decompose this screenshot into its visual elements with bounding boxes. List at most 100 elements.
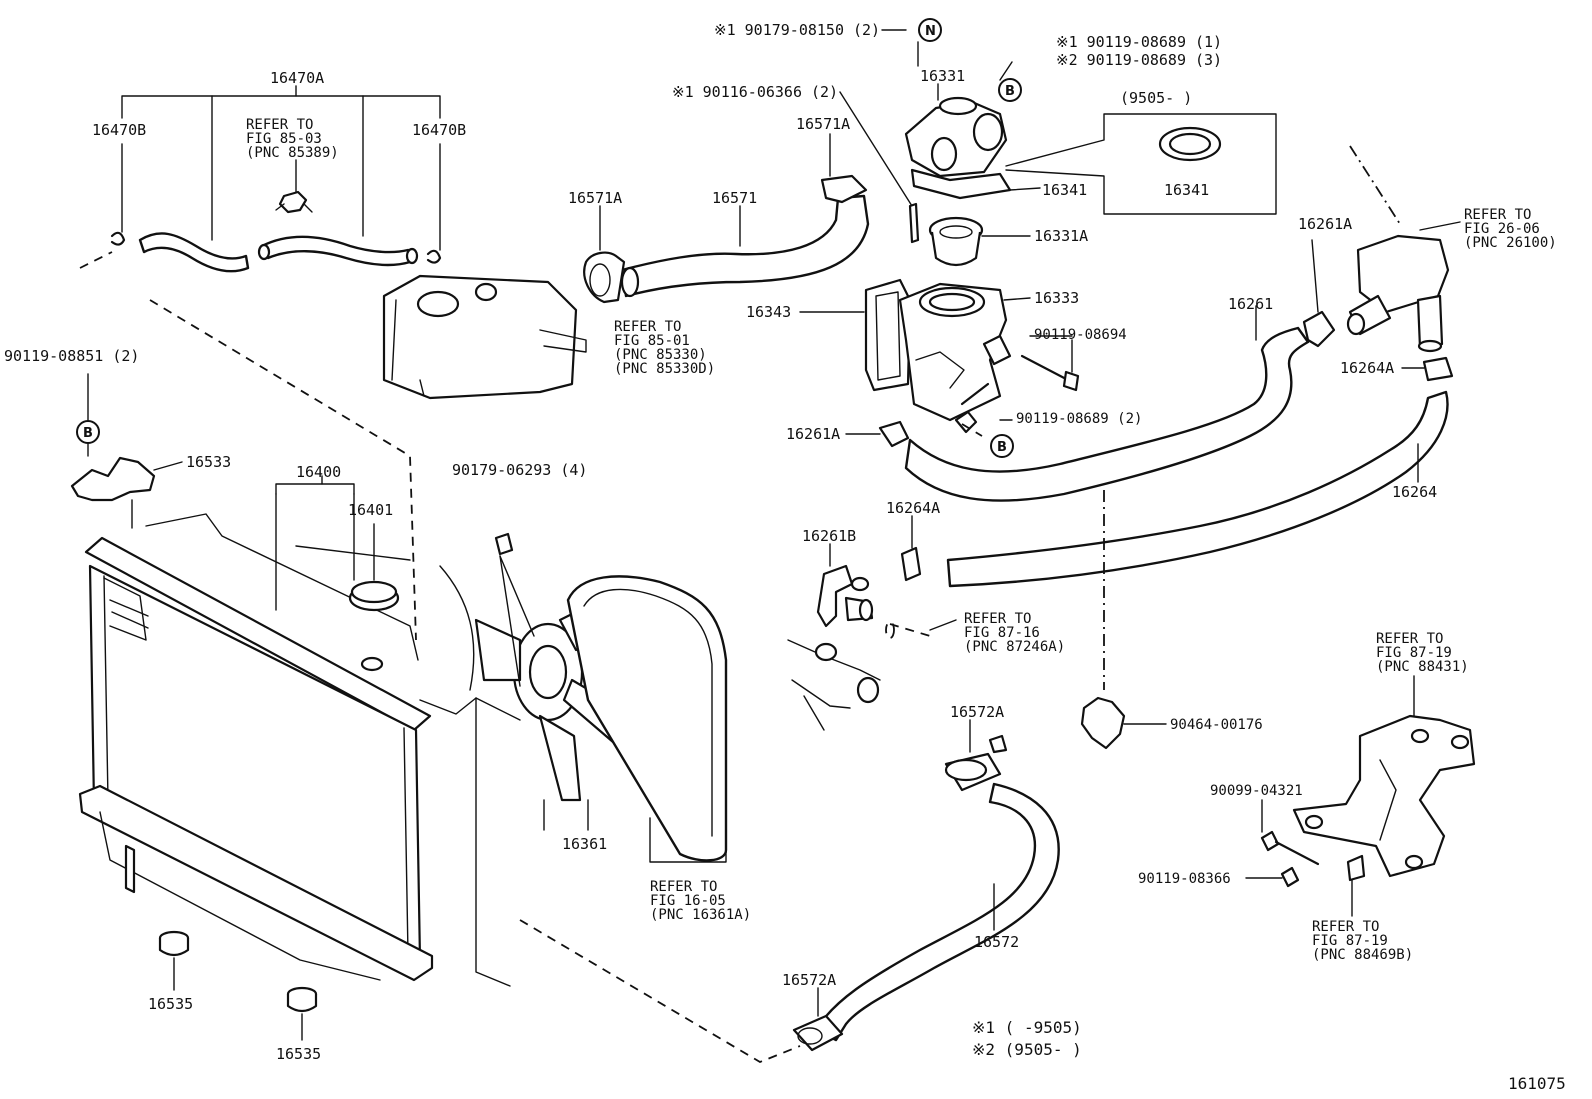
hose-16261 xyxy=(904,239,1336,502)
label-16535: 16535 xyxy=(148,995,194,1013)
refer-fig-16-05: REFER TO FIG 16-05 (PNC 16361A) xyxy=(650,879,752,923)
label-16341: 16341 xyxy=(1042,181,1088,199)
label-16261A: 16261A xyxy=(786,425,841,443)
elbow-16261B xyxy=(816,543,957,639)
dash-line xyxy=(519,919,801,1064)
label-90179-08150: ※1 90179-08150 (2) xyxy=(714,21,881,39)
refer-fig-87-16: REFER TO FIG 87-16 (PNC 87246A) xyxy=(964,611,1066,655)
svg-text:N: N xyxy=(925,24,936,39)
refer-fig-85-03: REFER TO FIG 85-03 (PNC 85389) xyxy=(246,117,339,161)
legend-note-2: ※2 (9505- ) xyxy=(972,1040,1082,1059)
mount-16535-b xyxy=(286,986,318,1041)
clip-85389 xyxy=(275,190,313,214)
mount-16535-a xyxy=(158,930,190,991)
bracket-88431 xyxy=(1292,675,1476,878)
label-16264A: 16264A xyxy=(886,499,941,517)
svg-text:B: B xyxy=(997,440,1007,455)
label-16261B: 16261B xyxy=(802,527,857,545)
label-90179-06293: 90179-06293 (4) xyxy=(452,461,588,479)
refer-fig-85-01: REFER TO FIG 85-01 (PNC 85330) (PNC 8533… xyxy=(614,319,716,377)
label-16333: 16333 xyxy=(1034,289,1080,307)
label-90099-04321: 90099-04321 xyxy=(1210,783,1303,799)
clip-90464-00176 xyxy=(1080,696,1167,750)
label-16572A: 16572A xyxy=(782,971,837,989)
group-date-range: (9505- ) xyxy=(1120,89,1193,107)
bolt-mark-icon: B xyxy=(76,420,100,444)
label-16264: 16264 xyxy=(1392,483,1438,501)
nut-mark-icon: N xyxy=(918,18,942,42)
label-16572: 16572 xyxy=(974,933,1020,951)
leader xyxy=(999,61,1013,81)
label-90119-08689-2: 90119-08689 (2) xyxy=(1016,411,1143,427)
water-outlet-26100 xyxy=(1346,145,1461,353)
hose-16264 xyxy=(946,390,1449,588)
label-16341: 16341 xyxy=(1164,181,1210,199)
label-16264A: 16264A xyxy=(1340,359,1395,377)
label-16400: 16400 xyxy=(296,463,342,481)
label-16470B: 16470B xyxy=(412,121,467,139)
group-box xyxy=(1005,113,1277,215)
svg-text:B: B xyxy=(83,426,93,441)
label-16361: 16361 xyxy=(562,835,608,853)
label-16533: 16533 xyxy=(186,453,232,471)
hose-16572 xyxy=(792,719,1060,1052)
leader xyxy=(839,91,913,207)
gasket-16341 xyxy=(1158,126,1222,162)
label-16571: 16571 xyxy=(712,189,758,207)
clamps-16470B xyxy=(110,231,442,264)
label-16261A: 16261A xyxy=(1298,215,1353,233)
bolt-mark-icon: B xyxy=(998,78,1022,102)
label-90119-08694: 90119-08694 xyxy=(1034,327,1127,343)
label-16571A: 16571A xyxy=(796,115,851,133)
label-16470A: 16470A xyxy=(270,69,325,87)
label-16535: 16535 xyxy=(276,1045,322,1063)
stud-90116 xyxy=(908,202,920,244)
label-16401: 16401 xyxy=(348,501,394,519)
label-16343: 16343 xyxy=(746,303,792,321)
label-90119-08851: 90119-08851 (2) xyxy=(4,347,140,365)
housing-16333 xyxy=(898,282,1031,422)
dash-line xyxy=(79,251,113,269)
label-90119-08689-1: ※1 90119-08689 (1) xyxy=(1056,33,1223,51)
label-90116-06366: ※1 90116-06366 (2) xyxy=(672,83,839,101)
label-16261: 16261 xyxy=(1228,295,1274,313)
water-inlet-16331 xyxy=(904,83,1041,200)
reservoir-tank xyxy=(382,274,587,400)
gasket-16343 xyxy=(799,278,912,392)
label-90119-08689-3: ※2 90119-08689 (3) xyxy=(1056,51,1223,69)
bracket-16470A-leaders xyxy=(121,85,441,251)
dash-line xyxy=(149,299,417,641)
label-90464-00176: 90464-00176 xyxy=(1170,717,1263,733)
thermostat-16331A xyxy=(928,216,1031,267)
label-16470B: 16470B xyxy=(92,121,147,139)
hose-16470A xyxy=(138,232,419,273)
nut-leader xyxy=(881,29,919,67)
hose-16571 xyxy=(583,133,870,304)
label-16571A: 16571A xyxy=(568,189,623,207)
bracket-16533 xyxy=(70,456,183,529)
legend-note-1: ※1 ( -9505) xyxy=(972,1018,1082,1037)
bolt-90119-08366 xyxy=(1245,866,1300,888)
label-16331: 16331 xyxy=(920,67,966,85)
clamp-16264A-right xyxy=(1401,356,1454,382)
svg-text:B: B xyxy=(1005,84,1015,99)
bolts-90119-08689 xyxy=(954,382,1013,437)
clamp-16264A-mid xyxy=(900,515,922,582)
fan-belt xyxy=(566,575,728,863)
refer-fig-87-19: REFER TO FIG 87-19 (PNC 88431) xyxy=(1376,631,1469,675)
clamp-16261A-left xyxy=(845,420,910,448)
refer-fig-26-06: REFER TO FIG 26-06 (PNC 26100) xyxy=(1464,207,1557,251)
label-16331A: 16331A xyxy=(1034,227,1089,245)
nut-88469B xyxy=(1346,854,1366,917)
diagram-number: 161075 xyxy=(1508,1074,1566,1093)
refer-fig-87-19: REFER TO FIG 87-19 (PNC 88469B) xyxy=(1312,919,1414,963)
engine-fitting xyxy=(787,639,881,731)
label-90119-08366: 90119-08366 xyxy=(1138,871,1231,887)
bolt-mark-icon: B xyxy=(990,434,1014,458)
bolt-90119-08694 xyxy=(1020,335,1080,392)
radiator-cap-16401 xyxy=(348,523,400,672)
bolt-90099-04321 xyxy=(1260,799,1320,866)
radiator-16400 xyxy=(78,475,521,987)
